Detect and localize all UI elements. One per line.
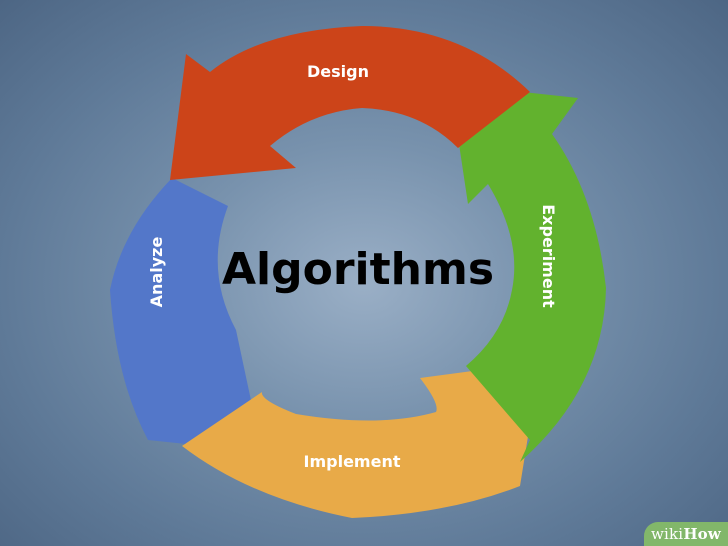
watermark-part2: How [683,525,722,543]
implement-arrow [182,362,540,518]
segment-label-design: Design [307,62,369,81]
analyze-arrow [110,178,262,452]
segment-label-implement: Implement [304,452,401,471]
watermark-part1: wiki [650,525,684,543]
wikihow-watermark: wikiHow [644,522,728,546]
segment-label-analyze: Analyze [147,237,166,308]
experiment-arrow [450,84,606,462]
center-title: Algorithms [222,244,494,295]
segment-label-experiment: Experiment [539,204,558,308]
design-arrow [170,26,530,180]
